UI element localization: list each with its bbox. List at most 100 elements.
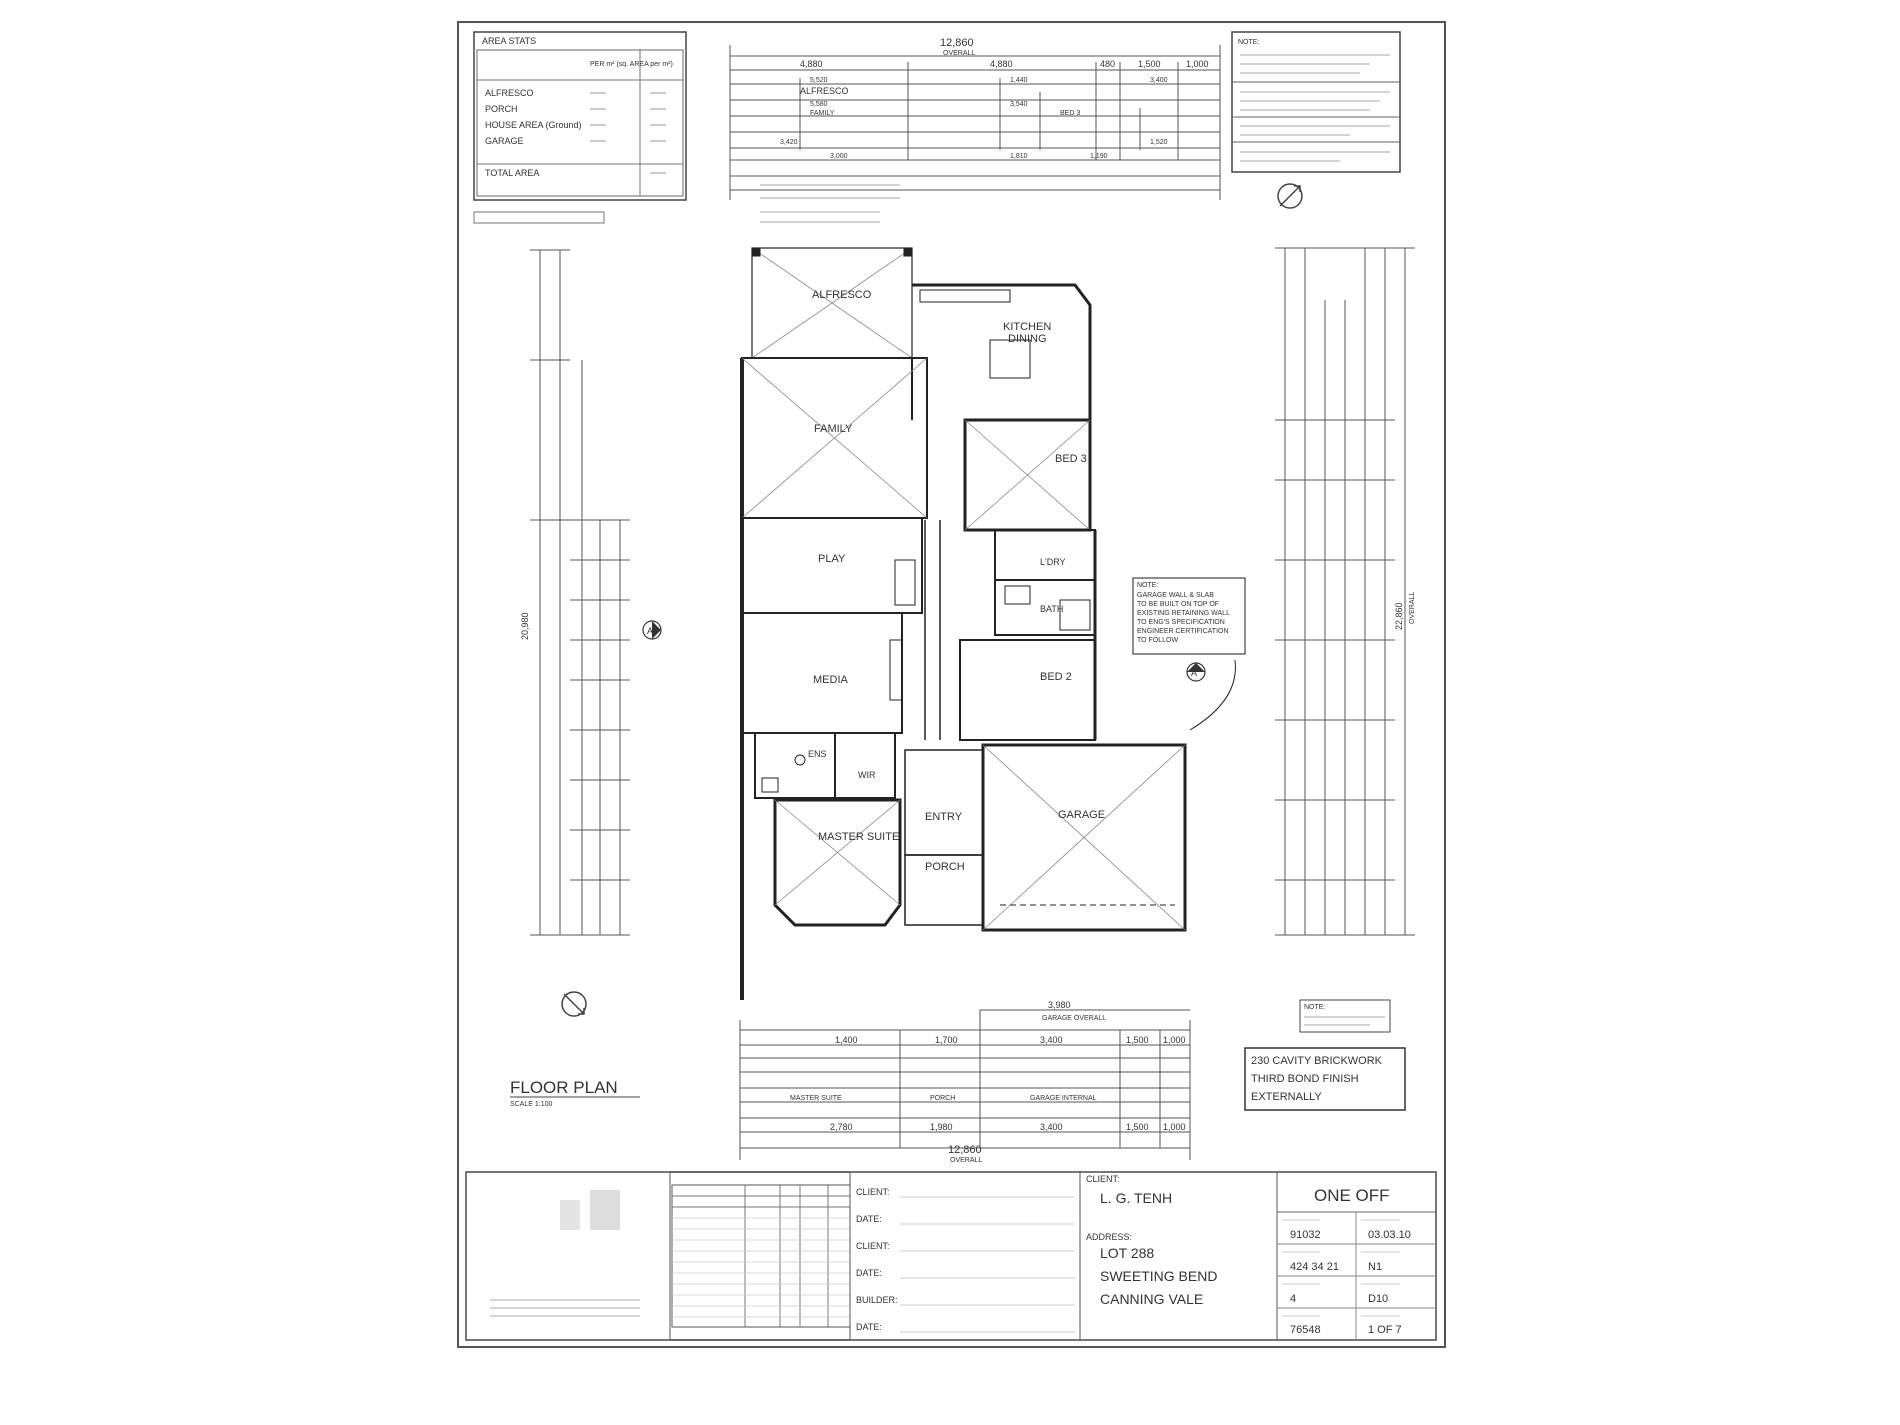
bottom-dim: 1,500: [1126, 1035, 1149, 1045]
brickwork-note-box: 230 CAVITY BRICKWORK THIRD BOND FINISH E…: [1244, 1047, 1406, 1111]
bottom-dim: 3,400: [1040, 1035, 1063, 1045]
left-dimensions: [530, 249, 630, 936]
area-stats-table: AREA STATS PER m² (sq. AREA per m²) ALFR…: [473, 31, 687, 201]
title-block: CLIENT: DATE: CLIENT: DATE: BUILDER: DAT…: [465, 1171, 1437, 1341]
top-dim: 480: [1100, 59, 1115, 69]
top-dim-label: FAMILY: [810, 110, 835, 117]
top-overall-sub: OVERALL: [943, 50, 975, 57]
bottom-dim-label: MASTER SUITE: [790, 1095, 842, 1102]
top-notes-box: NOTE:: [1231, 31, 1401, 173]
title-cell: 1 OF 7: [1368, 1324, 1402, 1336]
room-label-porch: PORCH: [925, 861, 965, 873]
garage-note-line: TO BE BUILT ON TOP OF: [1137, 601, 1219, 608]
garage-note-line: GARAGE WALL & SLAB: [1137, 592, 1214, 599]
room-label-bed3: BED 3: [1055, 453, 1087, 465]
top-dim: 1,440: [1010, 77, 1028, 84]
sheet-border: [457, 21, 1446, 1348]
bottom-dim-label: PORCH: [930, 1095, 955, 1102]
room-label-wir: WIR: [858, 770, 876, 780]
bottom-overall-dim: 12,860: [948, 1144, 982, 1156]
signature-field-label: CLIENT:: [856, 1241, 890, 1251]
area-stats-col-header: PER m² (sq. AREA per m²): [590, 61, 673, 68]
area-row-label: GARAGE: [485, 136, 524, 146]
client-label: CLIENT:: [1086, 1174, 1120, 1184]
top-dim: 4,880: [800, 59, 823, 69]
plan-scale: SCALE 1:100: [510, 1101, 553, 1108]
floor-plan: [740, 247, 1236, 1000]
brickwork-note-line: 230 CAVITY BRICKWORK: [1251, 1055, 1383, 1067]
brickwork-note-line: THIRD BOND FINISH: [1251, 1073, 1359, 1085]
garage-overall-val: 3,980: [1048, 1000, 1071, 1010]
top-dim: 1,000: [1186, 59, 1209, 69]
bottom-dim: 1,500: [1126, 1122, 1149, 1132]
title-cell: D10: [1368, 1293, 1388, 1305]
signature-field-label: BUILDER:: [856, 1295, 898, 1305]
client-value: L. G. TENH: [1100, 1190, 1172, 1206]
title-cell: 03.03.10: [1368, 1229, 1411, 1241]
area-total-label: TOTAL AREA: [485, 168, 539, 178]
area-stats-title: AREA STATS: [482, 36, 536, 46]
top-dim: 1,520: [1150, 139, 1168, 146]
bottom-dim: 1,400: [835, 1035, 858, 1045]
bottom-dim: 1,980: [930, 1122, 953, 1132]
top-dim: 3,400: [1150, 77, 1168, 84]
top-dim: 3,420: [780, 139, 798, 146]
room-label-master-suite: MASTER SUITE: [818, 831, 899, 843]
section-marker-right: A: [1186, 662, 1206, 682]
section-marker-label: A: [1191, 668, 1197, 678]
address-line: CANNING VALE: [1100, 1291, 1203, 1307]
room-label-ldry: L'DRY: [1040, 557, 1066, 567]
signature-field-label: DATE:: [856, 1322, 882, 1332]
roof-note-box: NOTE:: [1299, 999, 1391, 1033]
room-label-dining: DINING: [1008, 333, 1047, 345]
top-dim-label: BED 3: [1060, 110, 1080, 117]
room-label-family: FAMILY: [814, 423, 853, 435]
top-dim-label: ALFRESCO: [800, 86, 849, 96]
right-dimensions: [1275, 247, 1415, 936]
bottom-dim: 1,000: [1163, 1035, 1186, 1045]
right-overall-dim: 22,860: [1394, 602, 1404, 630]
section-marker-label: A: [647, 626, 653, 636]
title-cell: 91032: [1290, 1229, 1321, 1241]
area-row-label: ALFRESCO: [485, 88, 534, 98]
room-label-bed2: BED 2: [1040, 671, 1072, 683]
title-cell: N1: [1368, 1261, 1382, 1273]
roof-note-title: NOTE:: [1304, 1004, 1325, 1011]
room-label-kitchen: KITCHEN: [1003, 321, 1051, 333]
room-label-entry: ENTRY: [925, 811, 963, 823]
plan-title: FLOOR PLAN: [510, 1078, 618, 1097]
top-notes-title: NOTE:: [1238, 39, 1259, 46]
brickwork-note-line: EXTERNALLY: [1251, 1091, 1322, 1103]
room-label-play: PLAY: [818, 553, 846, 565]
bottom-dimensions: [739, 1009, 1191, 1160]
address-line: SWEETING BEND: [1100, 1268, 1217, 1284]
title-cell: 424 34 21: [1290, 1261, 1339, 1273]
garage-note-line: ENGINEER CERTIFICATION: [1137, 628, 1229, 635]
garage-overall-label: GARAGE OVERALL: [1042, 1015, 1106, 1022]
north-arrow-icon: [561, 991, 587, 1017]
garage-note-box: NOTE: GARAGE WALL & SLAB TO BE BUILT ON …: [1132, 577, 1246, 655]
area-row-label: HOUSE AREA (Ground): [485, 120, 582, 130]
signature-field-label: DATE:: [856, 1268, 882, 1278]
garage-note-line: TO ENG'S SPECIFICATION: [1137, 619, 1225, 626]
left-overall-dim: 20,980: [520, 612, 530, 640]
room-label-ens: ENS: [808, 749, 827, 759]
bottom-dim: 2,780: [830, 1122, 853, 1132]
address-line: LOT 288: [1100, 1245, 1154, 1261]
top-overall-dim: 12,860: [940, 37, 974, 49]
title-cell: 4: [1290, 1293, 1296, 1305]
bottom-dim: 1,000: [1163, 1122, 1186, 1132]
address-label: ADDRESS:: [1086, 1232, 1132, 1242]
garage-note-title: NOTE:: [1137, 582, 1158, 589]
room-labels: ALFRESCO KITCHEN DINING FAMILY BED 3 PLA…: [808, 289, 1105, 873]
top-dim: 1,810: [1010, 153, 1028, 160]
top-dim: 5,580: [810, 101, 828, 108]
room-label-bath: BATH: [1040, 604, 1063, 614]
design-name: ONE OFF: [1314, 1186, 1390, 1205]
top-dim: 1,190: [1090, 153, 1108, 160]
section-marker-left: A: [642, 620, 662, 640]
top-dim: 4,880: [990, 59, 1013, 69]
north-arrow-icon: [1277, 183, 1303, 209]
bottom-overall-sub: OVERALL: [950, 1157, 982, 1164]
top-dimensions: [729, 45, 1221, 200]
